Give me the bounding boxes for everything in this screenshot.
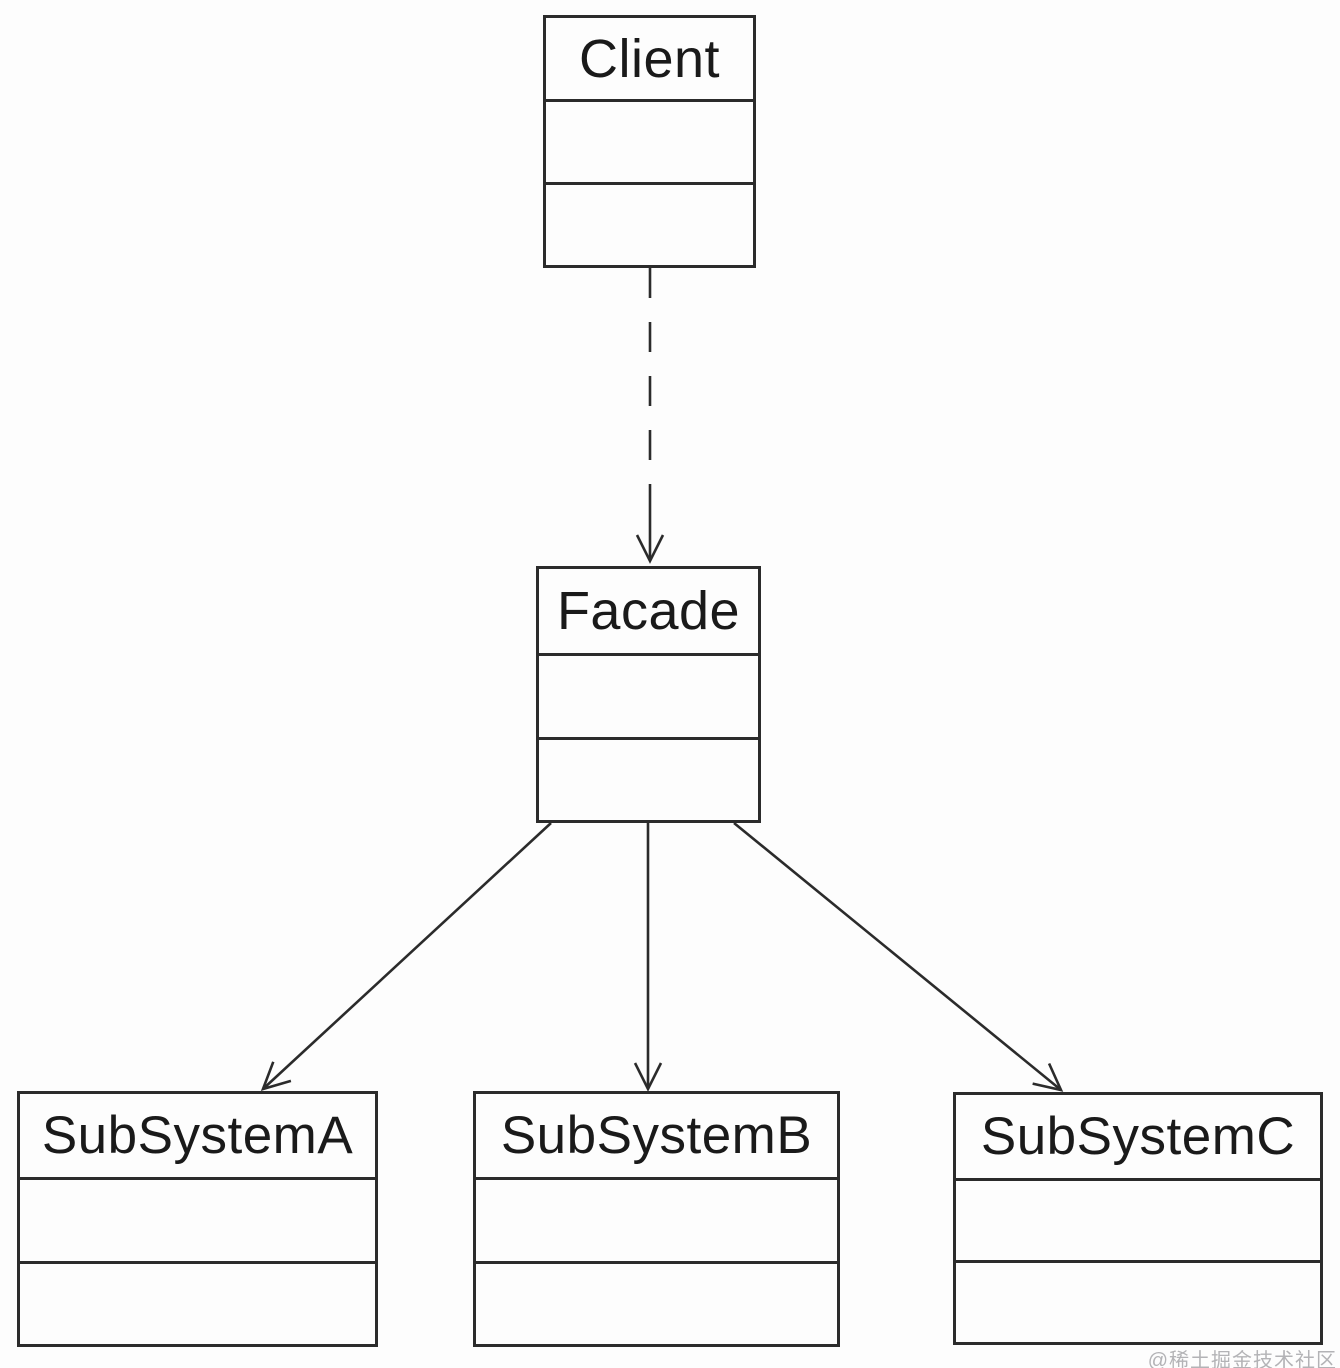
class-operations-subsystemc	[956, 1260, 1320, 1342]
class-attributes-subsystema	[20, 1177, 375, 1261]
class-operations-client	[546, 182, 753, 265]
class-name-subsystema: SubSystemA	[41, 1106, 354, 1165]
class-attributes-subsystemc	[956, 1178, 1320, 1260]
class-attributes-subsystemb	[476, 1177, 837, 1261]
class-box-subsystema: SubSystemA	[17, 1091, 378, 1347]
class-operations-facade	[539, 736, 758, 821]
class-operations-subsystemb	[476, 1260, 837, 1345]
class-attributes-client	[546, 99, 753, 182]
class-name-client: Client	[578, 28, 721, 89]
watermark-text: @稀土掘金技术社区	[1147, 1350, 1337, 1368]
arrow-facade-to-subsystemc	[733, 821, 1064, 1092]
class-box-subsystemb: SubSystemB	[473, 1091, 840, 1347]
class-box-subsystemc: SubSystemC	[953, 1092, 1323, 1345]
class-name-subsystemb: SubSystemB	[500, 1106, 813, 1165]
class-name-facade: Facade	[556, 581, 741, 641]
class-box-facade: Facade	[536, 566, 761, 823]
arrow-facade-to-subsystema	[260, 822, 552, 1091]
class-operations-subsystema	[20, 1260, 375, 1345]
class-name-subsystemc: SubSystemC	[980, 1107, 1296, 1166]
class-box-client: Client	[543, 15, 756, 268]
class-attributes-facade	[539, 653, 758, 737]
